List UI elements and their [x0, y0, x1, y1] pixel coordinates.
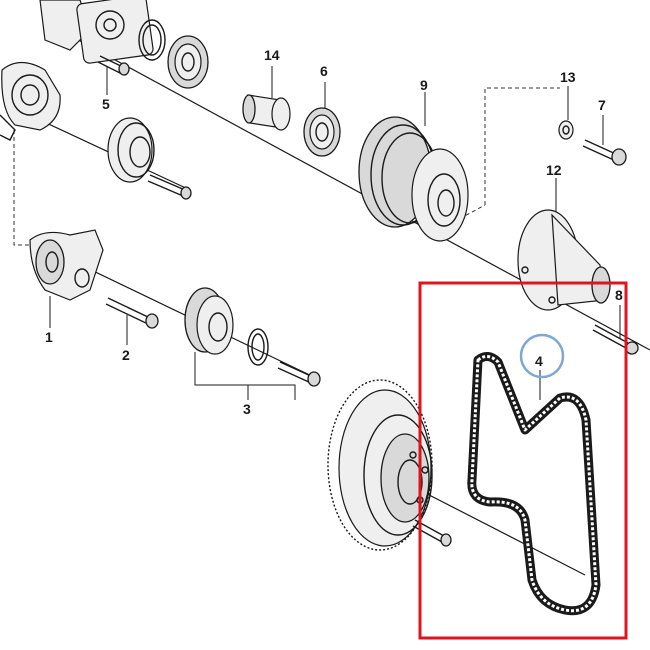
washer-13 — [558, 86, 574, 140]
crankshaft-pulley — [327, 379, 452, 551]
callout-6: 6 — [320, 63, 328, 79]
housing-fragment — [39, 0, 154, 64]
pulley-flange-12 — [517, 178, 611, 311]
bearing-6 — [303, 82, 341, 157]
callout-7: 7 — [598, 97, 606, 113]
bolt-8 — [592, 305, 639, 355]
callout-labels: 1 2 3 4 5 6 7 8 9 12 13 14 — [45, 47, 623, 417]
pulley-assembly-3 — [184, 287, 321, 400]
callout-2: 2 — [122, 347, 130, 363]
bearing-top — [167, 35, 209, 89]
highlight-circle — [519, 333, 565, 379]
callout-3: 3 — [243, 401, 251, 417]
idler-pulley-9 — [358, 92, 469, 242]
callout-5: 5 — [102, 96, 110, 112]
drive-belt-4 — [467, 352, 601, 616]
callout-8: 8 — [615, 287, 623, 303]
water-pump — [0, 61, 61, 141]
callout-1: 1 — [45, 329, 53, 345]
callout-12: 12 — [546, 162, 562, 178]
callout-13: 13 — [560, 69, 576, 85]
spacer-sleeve-14 — [242, 66, 291, 131]
bolt-5 — [97, 55, 130, 95]
belt-tensioner-1 — [29, 229, 104, 328]
callout-14: 14 — [264, 47, 280, 63]
callout-9: 9 — [420, 77, 428, 93]
highlight-box — [418, 281, 628, 640]
bolt-7 — [582, 115, 627, 166]
circlip-top — [138, 19, 166, 61]
small-pulley — [107, 117, 192, 200]
callout-4: 4 — [535, 353, 543, 369]
bolt-2 — [105, 297, 159, 345]
